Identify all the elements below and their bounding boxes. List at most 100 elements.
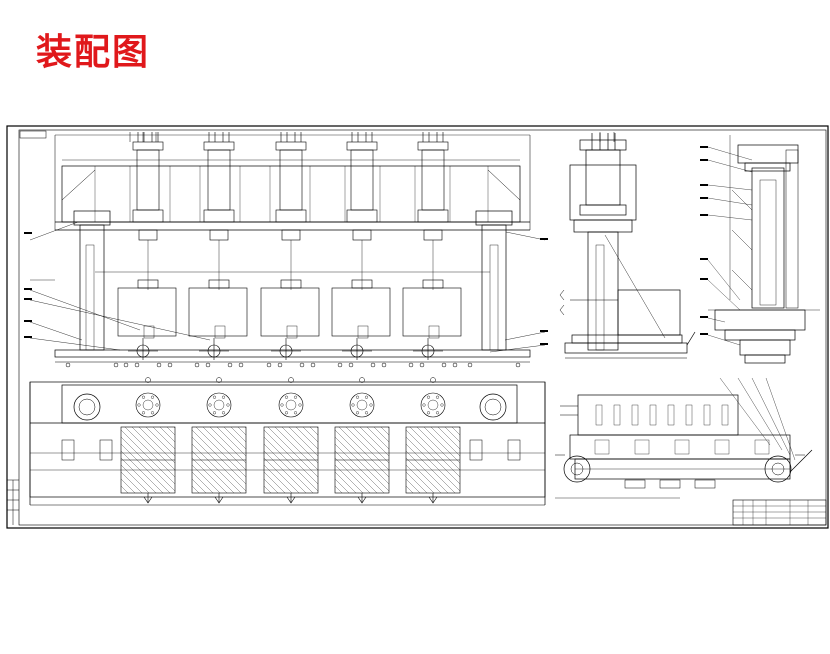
frame-gusset <box>703 404 711 426</box>
plan-flange-bore <box>427 399 439 411</box>
cylinder-bottom-cap <box>417 209 449 223</box>
die-hatch <box>380 426 390 436</box>
lower-left-hub <box>563 455 591 483</box>
die-hatch <box>338 426 390 478</box>
die-hatch <box>120 464 150 494</box>
flange-bolt <box>365 411 369 415</box>
die-hatch <box>309 426 319 436</box>
die-hatch <box>263 485 272 494</box>
cylinder-bottom-cap <box>346 209 378 223</box>
plan-view <box>29 381 546 506</box>
callout-stub <box>700 146 708 148</box>
cylinder-section-detail <box>707 135 820 364</box>
flange-bolt <box>436 395 440 399</box>
drawing-number-box <box>19 130 47 139</box>
frame-ribs <box>94 166 770 455</box>
base-bolt <box>65 362 71 368</box>
die-hatch <box>405 436 461 492</box>
flange-bolt <box>221 395 225 399</box>
die-hatch <box>120 485 129 494</box>
die-tip <box>143 496 153 504</box>
die-hatch <box>334 478 350 494</box>
flange-bolt <box>226 403 230 407</box>
die-hatch <box>444 426 461 443</box>
flange-bolt <box>356 411 360 415</box>
die-hatch <box>352 426 390 464</box>
die-hatch <box>405 471 428 494</box>
die-hatch <box>409 426 461 478</box>
press-head-block <box>117 287 177 337</box>
flange-bolt <box>356 395 360 399</box>
die-hatch <box>263 478 279 494</box>
die-hatch <box>159 426 176 443</box>
press-head-cap <box>422 279 444 289</box>
die-hatch <box>458 426 461 429</box>
flange-bolt <box>150 411 154 415</box>
callout-stub <box>700 197 708 199</box>
die-hatch <box>138 426 176 464</box>
die-hatch <box>263 429 319 485</box>
die-hatch <box>373 426 390 443</box>
die-hatch <box>120 457 157 494</box>
frame-gusset <box>685 404 693 426</box>
side-base <box>564 342 688 354</box>
press-head-block <box>402 287 462 337</box>
callout-stub <box>24 298 32 300</box>
base-bolt <box>277 362 283 368</box>
flange-bolt <box>294 395 298 399</box>
anchor-bolt <box>359 377 365 383</box>
plan-flange-bore <box>142 399 154 411</box>
die-hatch <box>191 436 247 492</box>
die-hatch <box>295 426 319 450</box>
flange-bolt <box>141 395 145 399</box>
press-head-cap <box>208 279 230 289</box>
anchor-bolt <box>216 377 222 383</box>
die-hatch <box>359 426 390 457</box>
callout-stub <box>700 214 708 216</box>
flange-bolt <box>440 403 444 407</box>
flange-bolt <box>208 403 212 407</box>
die-hatch <box>405 485 414 494</box>
die-hatch <box>191 478 207 494</box>
callout-stub <box>24 288 32 290</box>
die-hatch <box>191 485 200 494</box>
die-hatch <box>263 464 293 494</box>
lower-right-hub <box>764 455 792 483</box>
plan-flange-bore <box>213 399 225 411</box>
sheet-inner-border <box>18 129 827 526</box>
cylinder-bottom-cap <box>275 209 307 223</box>
flange-bolt <box>141 411 145 415</box>
press-head-block <box>331 287 391 337</box>
base-bolt <box>238 362 244 368</box>
die-hatch <box>405 457 442 494</box>
plan-flange <box>206 392 232 418</box>
cylinder-barrel <box>207 149 231 211</box>
base-bolt <box>515 362 521 368</box>
guide-pin <box>286 325 298 339</box>
base-bolt <box>227 362 233 368</box>
piston-rod-guide <box>281 229 301 241</box>
die-hatch <box>430 426 461 457</box>
die-hatch <box>387 426 390 429</box>
die-hatch <box>145 426 176 457</box>
die-hatch <box>173 426 176 429</box>
base-bolt <box>167 362 173 368</box>
flange-bolt <box>221 411 225 415</box>
cylinder-bottom-cap <box>203 209 235 223</box>
callout-stub <box>700 184 708 186</box>
cylinder-top-cap <box>132 141 164 151</box>
cylinder-units <box>117 132 462 418</box>
cylinder-top-cap <box>417 141 449 151</box>
base-bolt <box>205 362 211 368</box>
annotation-labels <box>24 146 708 345</box>
cylinder-barrel <box>279 149 303 211</box>
piston-rod-guide <box>138 229 158 241</box>
anchor-bolt <box>288 377 294 383</box>
left-column <box>79 224 105 351</box>
callout-stub <box>700 159 708 161</box>
die-hatch <box>316 426 319 429</box>
base-bolt <box>266 362 272 368</box>
base-bolt <box>348 362 354 368</box>
callout-stub <box>700 333 708 335</box>
die-hatch <box>263 450 307 494</box>
